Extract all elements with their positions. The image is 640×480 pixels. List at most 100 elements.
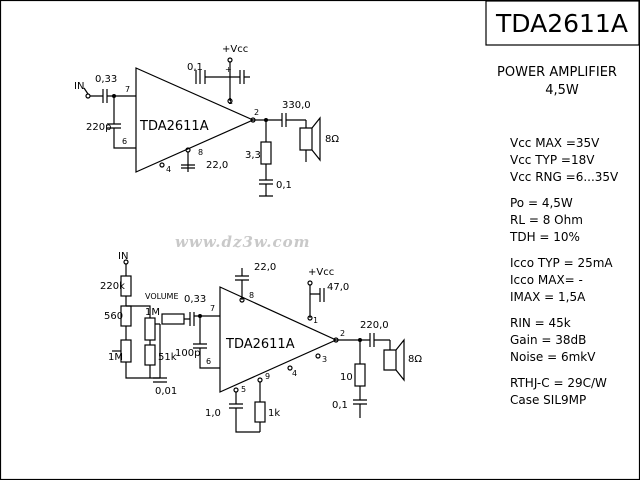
c1-speaker — [299, 116, 321, 162]
amp2-chip-label: TDA2611A — [225, 337, 295, 352]
c2-cap-22-label: 22,0 — [254, 262, 276, 273]
c1-pin4-node — [159, 162, 165, 168]
c2-res-51k-label: 51k — [158, 352, 177, 363]
amp1-triangle — [135, 67, 255, 173]
c2-res-1k-label: 1k — [268, 408, 280, 419]
c2-pin5: 5 — [241, 385, 246, 394]
c2-pin7: 7 — [210, 304, 215, 313]
c1-pin7: 7 — [125, 85, 130, 94]
c1-plus-mark: + — [225, 65, 232, 74]
c2-pin9-node — [257, 377, 263, 383]
c1-vcc-label: +Vcc — [222, 44, 248, 55]
c1-elec-cap — [230, 70, 250, 84]
c1-input-cap — [90, 89, 136, 103]
c2-res-1k — [254, 401, 266, 423]
spec-rthj: RTHJ-C = 29C/W — [510, 376, 607, 390]
c2-volume-label: VOLUME — [145, 292, 179, 301]
c2-pin3: 3 — [322, 355, 327, 364]
c1-res-load-value: 3,3 — [245, 150, 261, 161]
watermark: www.dz3w.com — [175, 233, 311, 251]
spec-list: Vcc MAX =35V Vcc TYP =18V Vcc RNG =6...3… — [509, 136, 619, 407]
c1-pin8-cap — [181, 152, 195, 172]
c2-res-220k-label: 220k — [100, 281, 125, 292]
c1-fb-cap — [107, 96, 136, 149]
c1-cap-in-value: 0,33 — [95, 74, 117, 85]
c1-pin1-node — [227, 98, 233, 104]
c2-res-10 — [354, 363, 366, 387]
c2-cap-220-sym — [369, 333, 390, 347]
amp1-chip-label: TDA2611A — [139, 119, 209, 134]
title: TDA2611A — [495, 9, 628, 38]
c1-cap-supply-value: 0,1 — [187, 62, 203, 73]
spec-imax: IMAX = 1,5A — [510, 290, 586, 304]
c2-pin5-node — [233, 387, 239, 393]
c2-pot-1m-lower-label: 1M — [108, 352, 123, 363]
c2-pin1-node — [307, 315, 313, 321]
title-box — [485, 0, 640, 46]
spec-vcc-typ: Vcc TYP =18V — [510, 153, 595, 167]
subtitle-line2: 4,5W — [545, 83, 579, 98]
c1-out-cap — [281, 113, 306, 127]
circuit-1: TDA2611A IN 0,33 7 220p 6 +Vcc 1 0,1 + 2… — [74, 44, 339, 197]
c1-in-arrow — [83, 87, 89, 95]
c2-speaker — [383, 338, 405, 382]
spec-tdh: TDH = 10% — [509, 230, 580, 244]
c2-cap-033-sym — [155, 312, 220, 326]
c2-pin6: 6 — [206, 357, 211, 366]
c1-zobel-cap — [259, 164, 273, 197]
c2-cap-10-sym — [229, 392, 260, 433]
c1-pin2: 2 — [254, 108, 259, 117]
c1-pin8: 8 — [198, 148, 203, 157]
c2-pin2-node — [333, 337, 339, 343]
spec-noise: Noise = 6mkV — [510, 350, 596, 364]
c2-cap-220-label: 220,0 — [360, 320, 389, 331]
c2-pin8-node — [239, 297, 245, 303]
c2-cap-10-label: 1,0 — [205, 408, 221, 419]
c1-pin4: 4 — [166, 165, 171, 174]
c2-cap-22-sym — [235, 268, 249, 281]
c2-cap-47-sym — [310, 288, 325, 302]
c1-vcc-terminal — [227, 57, 233, 63]
c2-in-label: IN — [118, 251, 128, 262]
c2-cap-100p-sym — [193, 316, 220, 369]
c1-cap-load-value: 0,1 — [276, 180, 292, 191]
c2-cap-47-label: 47,0 — [327, 282, 349, 293]
c2-wire-c — [125, 362, 160, 379]
c2-pot-1m-upper — [144, 317, 156, 341]
c1-in-terminal — [85, 93, 91, 99]
circuit-2: TDA2611A IN 220k 560 1M 1M VOLUME 51k 0,… — [100, 251, 422, 433]
c2-cap-100p-label: 100p — [175, 348, 200, 359]
spec-rin: RIN = 45k — [510, 316, 571, 330]
c1-cap-pin8-value: 22,0 — [206, 160, 228, 171]
c2-cap-001-sym — [153, 324, 167, 383]
c2-wire-d — [126, 305, 151, 318]
c2-vcc-label: +Vcc — [308, 267, 334, 278]
c2-res-51k — [144, 344, 156, 366]
subtitle-line1: POWER AMPLIFIER — [497, 65, 617, 80]
c1-pin1: 1 — [228, 97, 233, 106]
c2-vcc-terminal — [307, 280, 313, 286]
c2-pin3-node — [315, 353, 321, 359]
c2-cap-01-sym — [353, 386, 367, 418]
c1-cap-out-value: 330,0 — [282, 100, 311, 111]
amp2-triangle — [219, 286, 338, 393]
c1-cap-fb-value: 220p — [86, 122, 111, 133]
spec-vcc-rng: Vcc RNG =6...35V — [510, 170, 619, 184]
c2-pot-1m-upper-label: 1M — [145, 307, 160, 318]
c2-pin8: 8 — [249, 291, 254, 300]
c1-pin2-node — [250, 117, 256, 123]
spec-gain: Gain = 38dB — [510, 333, 586, 347]
c2-volume-pot — [161, 313, 185, 325]
spec-icco-max: Icco MAX= - — [510, 273, 583, 287]
spec-rl: RL = 8 Ohm — [510, 213, 583, 227]
spec-icco-typ: Icco TYP = 25mA — [510, 256, 613, 270]
c2-pin4-node — [287, 365, 293, 371]
c2-res-10-label: 10 — [340, 372, 353, 383]
c2-cap-01-label: 0,1 — [332, 400, 348, 411]
c2-cap-033-label: 0,33 — [184, 294, 206, 305]
c1-zobel-resistor — [260, 141, 272, 165]
c1-pin6: 6 — [122, 137, 127, 146]
c1-supply-cap — [195, 70, 230, 84]
